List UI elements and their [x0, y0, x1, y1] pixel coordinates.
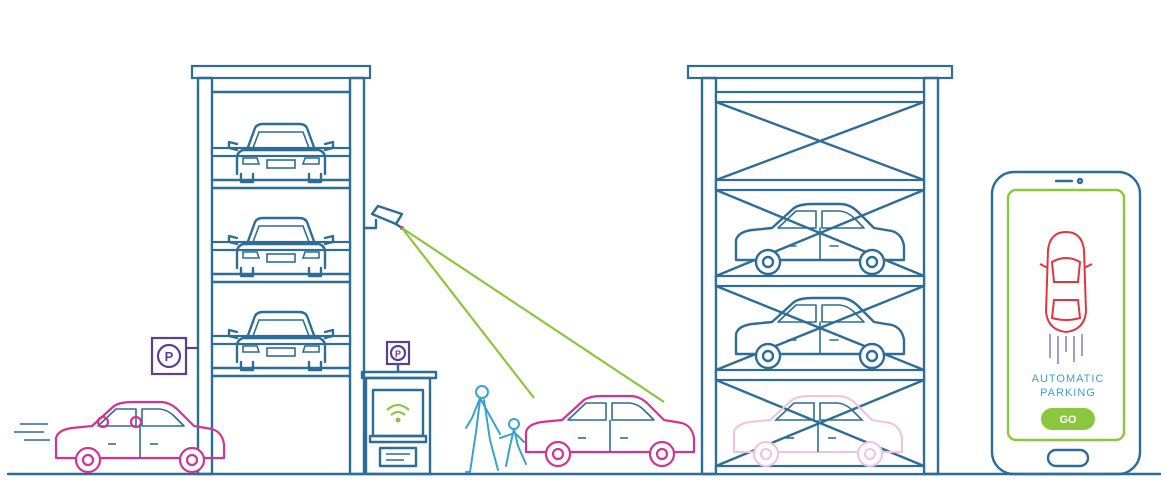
arriving-car	[14, 400, 226, 474]
car-being-parked	[524, 394, 696, 468]
parked-car-right-level-2	[734, 202, 906, 276]
kiosk-sign-letter: P	[395, 349, 401, 359]
camera-icon	[362, 204, 404, 230]
phone-screen	[1006, 188, 1126, 442]
left-parking-tower	[190, 64, 372, 476]
smartphone-icon: AUTOMATIC PARKING GO	[990, 170, 1142, 476]
app-car-icon	[1039, 230, 1093, 364]
app-label-line2: PARKING	[1040, 387, 1096, 399]
target-parking-spot-car	[733, 395, 903, 467]
right-parking-tower	[686, 64, 954, 476]
payment-kiosk: P	[360, 340, 438, 476]
app-label-line1: AUTOMATIC	[1032, 373, 1105, 385]
pedestrian-icon	[465, 385, 527, 473]
wifi-icon	[386, 403, 410, 423]
go-button-label: GO	[1059, 414, 1077, 426]
camera-beam	[401, 227, 665, 403]
parked-car-right-level-3	[734, 296, 906, 370]
parking-sign-icon: P	[150, 336, 198, 376]
go-button[interactable]: GO	[1041, 408, 1095, 430]
parking-sign-letter: P	[165, 349, 174, 364]
